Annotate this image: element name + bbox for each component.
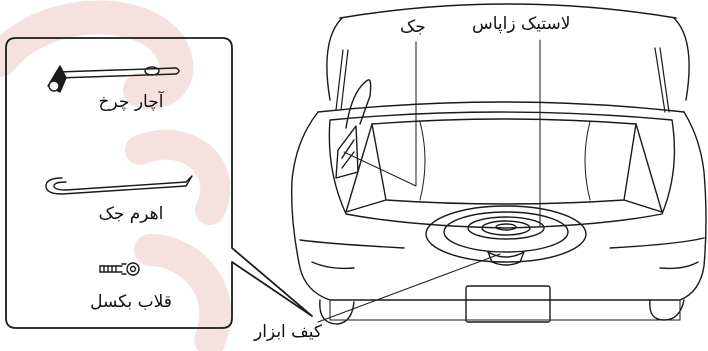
- car-rear-illustration: [292, 4, 706, 324]
- tool-bag-leader-line: [318, 254, 500, 322]
- left-strut: [336, 50, 348, 110]
- tow-hook-illustration: [100, 263, 139, 275]
- right-strut: [655, 48, 669, 112]
- wrench-label: آچار چرخ: [56, 94, 206, 111]
- spare-tire-illustration: [426, 206, 586, 265]
- tow-hook-label: قلاب بکسل: [56, 294, 206, 311]
- jack-lever-label: اهرم جک: [56, 206, 206, 223]
- tools-inset-panel: [6, 38, 312, 328]
- jack-lever-illustration: [46, 176, 192, 194]
- license-plate-area: [466, 286, 550, 322]
- jack-label: جک: [400, 19, 426, 36]
- right-tire: [650, 300, 684, 320]
- tool-bag-label: کیف ابزار: [254, 324, 322, 341]
- jack-in-trunk: [336, 80, 371, 178]
- lug-wrench-illustration: [48, 66, 179, 92]
- spare-tire-label: لاستیک زاپاس: [472, 16, 570, 33]
